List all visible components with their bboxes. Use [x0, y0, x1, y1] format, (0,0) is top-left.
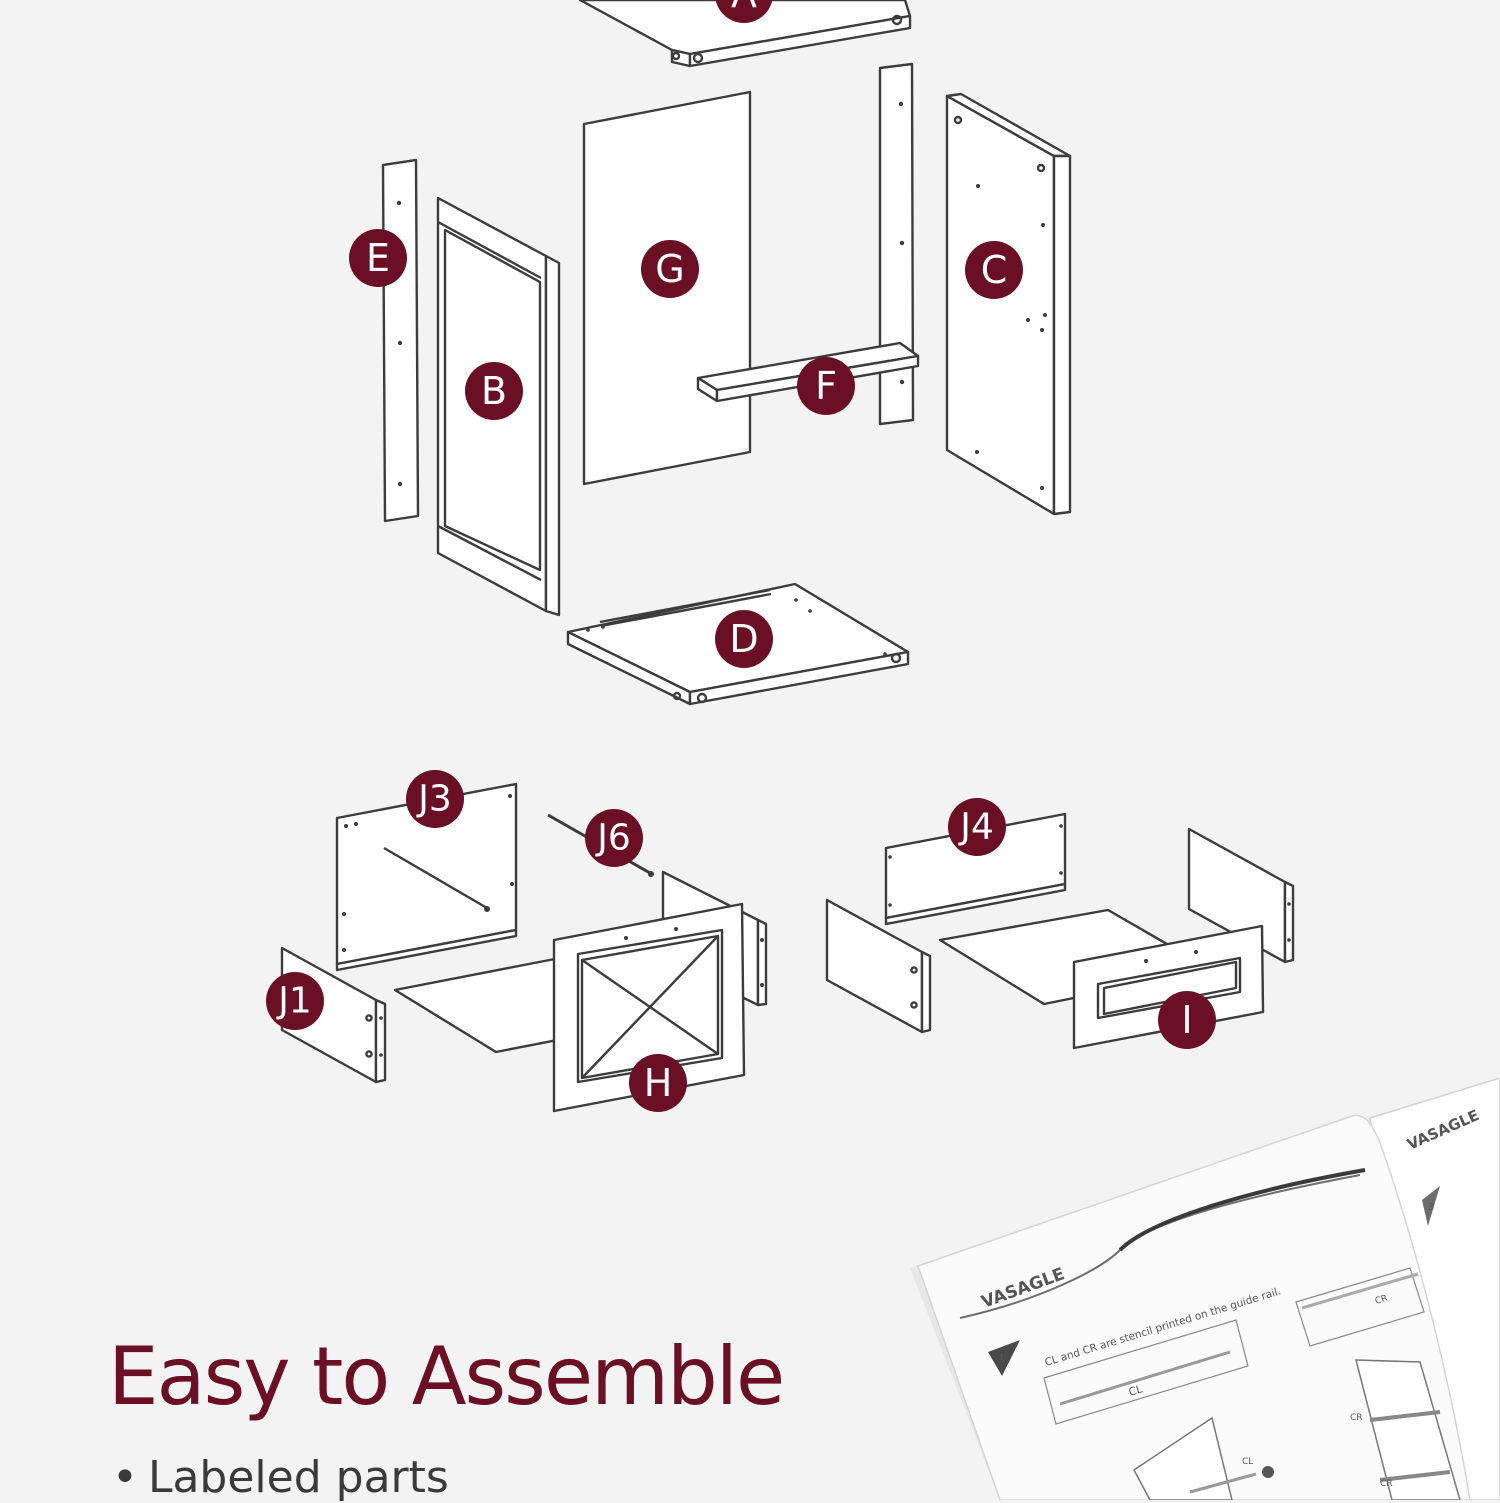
label-j4: J4 [948, 798, 1006, 856]
svg-text:J4: J4 [958, 807, 994, 848]
label-j3: J3 [406, 770, 464, 828]
panel-a [578, 0, 912, 68]
manual-step-1: 1 [998, 1352, 1005, 1365]
headline: Easy to Assemble [108, 1330, 785, 1423]
label-g: G [641, 240, 699, 298]
label-j1: J1 [266, 972, 324, 1030]
manual-cr-label-3: CR [1380, 1479, 1393, 1489]
label-e: E [349, 229, 407, 287]
svg-text:J3: J3 [416, 779, 452, 820]
svg-text:I: I [1181, 998, 1192, 1042]
label-j6: J6 [585, 809, 643, 867]
svg-text:J6: J6 [595, 818, 631, 859]
feature-text: Labeled parts [147, 1452, 449, 1503]
label-h: H [629, 1054, 687, 1112]
drawer-back-j4 [884, 812, 1067, 926]
manual-cr-label: CR [1374, 1294, 1389, 1307]
bullet-dot: • [112, 1452, 138, 1503]
manual-cl-label: CL [1127, 1382, 1145, 1399]
instruction-manual: VASAGLE VASAGLE 1 3 CL and CR are stenci… [910, 1077, 1500, 1500]
manual-cr-label-2: CR [1350, 1413, 1363, 1423]
feature-bullet: •Labeled parts [112, 1452, 449, 1503]
label-a: A [715, 0, 773, 23]
drawer2-left-side [825, 898, 932, 1034]
side-panel-c [945, 92, 1072, 516]
svg-text:G: G [655, 247, 684, 291]
label-c: C [965, 241, 1023, 299]
manual-cl-label-2: CL [1242, 1457, 1253, 1467]
svg-text:A: A [731, 0, 757, 16]
svg-text:J1: J1 [276, 981, 312, 1022]
label-d: D [715, 610, 773, 668]
drawer-front-h [552, 902, 746, 1113]
drawer-back-j3 [335, 782, 518, 972]
svg-text:C: C [981, 248, 1008, 292]
label-i: I [1158, 991, 1216, 1049]
svg-text:H: H [644, 1061, 673, 1105]
manual-step-3: 3 [1428, 1202, 1434, 1213]
svg-text:B: B [481, 369, 507, 413]
part-labels: A E B G F C D J3 J6 J4 J1 H I [266, 0, 1216, 1112]
label-f: F [797, 357, 855, 415]
rail-e [381, 158, 420, 523]
rail-post [878, 62, 915, 426]
svg-text:F: F [815, 364, 837, 408]
svg-text:E: E [366, 236, 390, 280]
label-b: B [465, 362, 523, 420]
svg-text:D: D [729, 617, 758, 661]
